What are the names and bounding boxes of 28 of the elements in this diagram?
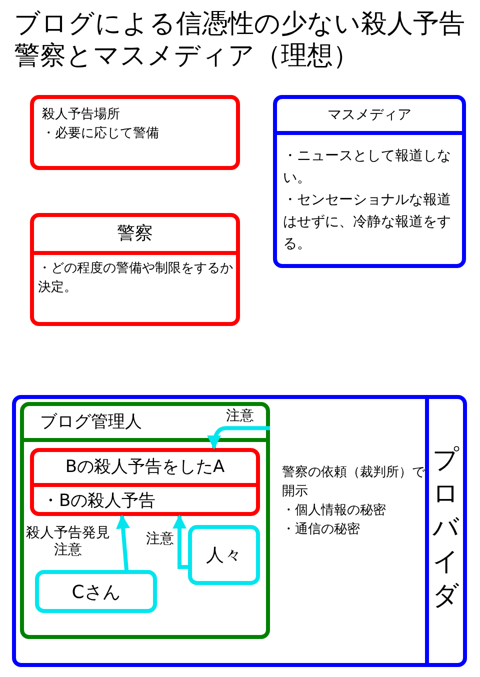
- arrow: [116, 514, 130, 570]
- edge-label: 殺人予告発見注意: [26, 525, 110, 559]
- box-heading: Bの殺人予告をしたA: [34, 452, 256, 487]
- box-text: ・Bの殺人予告: [42, 490, 157, 513]
- box: [188, 525, 260, 585]
- box-heading: 殺人予告場所: [42, 106, 120, 124]
- box: [35, 570, 157, 613]
- box: [30, 95, 240, 170]
- arrow: [172, 514, 188, 569]
- diagram-title: ブログによる信憑性の少ない殺人予告警察とマスメディア（理想）: [14, 8, 466, 72]
- box-heading: Cさん: [70, 580, 122, 604]
- box-text: ・どの程度の警備や制限をするか決定。: [38, 260, 234, 297]
- edge-label: 注意: [226, 408, 254, 425]
- box-text: ・ニュースとして報道しない。: [283, 147, 452, 188]
- box-heading: プロバイダ: [425, 399, 463, 663]
- box-text: ・通信の秘密: [282, 521, 361, 539]
- box-text: ・必要に応じて警備: [42, 125, 160, 143]
- box: [30, 448, 260, 516]
- arrow: [207, 426, 270, 450]
- box-text: ・個人情報の秘密: [282, 502, 387, 520]
- box: [30, 213, 240, 326]
- box-text: ・センセーショナルな報道はせずに、冷静な報道をする。: [283, 191, 452, 254]
- box-heading: マスメディア: [277, 99, 462, 135]
- box-heading: 人々: [205, 544, 243, 568]
- box-heading: 警察: [34, 217, 236, 255]
- box: [273, 95, 466, 268]
- box-text: 警察の依頼（裁判所）で開示: [282, 464, 426, 501]
- edge-label: 注意: [146, 531, 174, 548]
